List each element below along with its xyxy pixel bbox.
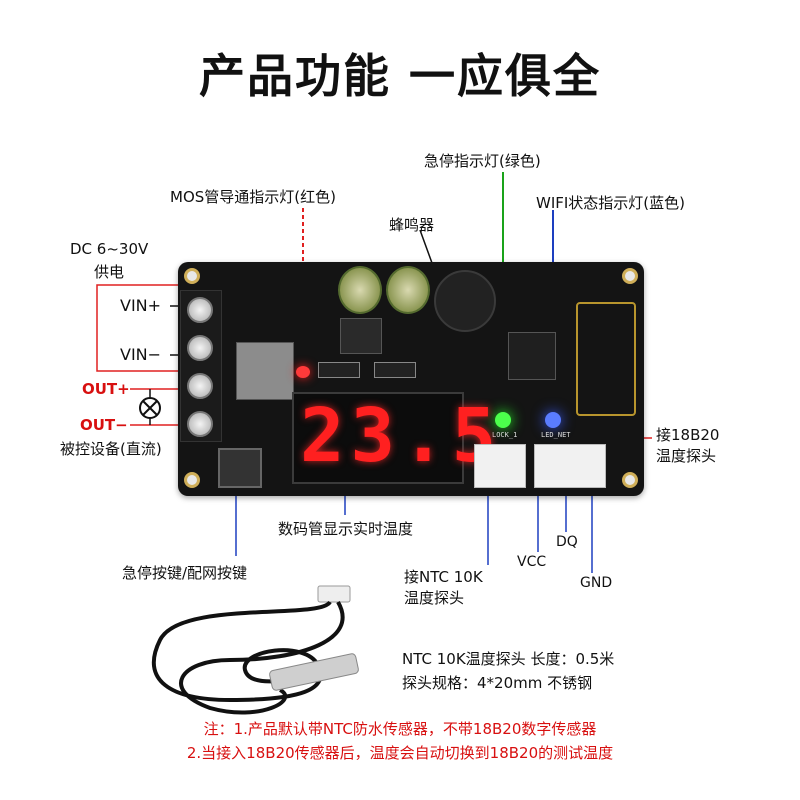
mounting-hole (184, 472, 200, 488)
screw-out-plus (187, 373, 213, 399)
vcc-label: VCC (517, 554, 547, 570)
dc-supply-label-line2: 供电 (94, 263, 125, 281)
vin-minus-label: VIN− (120, 345, 162, 364)
load-lamp-icon (139, 397, 161, 419)
buzzer-label: 蜂鸣器 (389, 216, 435, 234)
button-label: 急停按键/配网按键 (122, 564, 248, 582)
out-plus-label: OUT+ (82, 380, 130, 398)
wifi-chip (508, 332, 556, 380)
dc-supply-label-line1: DC 6~30V (70, 240, 149, 258)
ntc-connector (474, 444, 526, 488)
ds18b20-label-line2: 温度探头 (656, 447, 717, 465)
mosfet (236, 342, 294, 400)
gnd-label: GND (580, 575, 613, 591)
page-title: 产品功能 一应俱全 (198, 49, 601, 103)
capacitor (338, 266, 382, 314)
probe-spec-line2: 探头规格：4*20mm 不锈钢 (402, 674, 593, 692)
probe-spec-line1: NTC 10K温度探头 长度：0.5米 (402, 650, 615, 668)
inductor (340, 318, 382, 354)
mounting-hole (622, 472, 638, 488)
display-reading: 23.5 (300, 393, 503, 479)
emergency-led (495, 412, 511, 428)
vin-plus-label: VIN+ (120, 296, 162, 315)
diode (318, 362, 360, 378)
emergency-led-label: 急停指示灯(绿色) (424, 152, 541, 170)
controlled-device-label: 被控设备(直流) (60, 440, 162, 458)
ds18b20-connector (534, 444, 606, 488)
buzzer-component (434, 270, 496, 332)
ds18b20-label-line1: 接18B20 (656, 426, 720, 444)
mounting-hole (622, 268, 638, 284)
note-line2: 2.当接入18B20传感器后，温度会自动切换到18B20的测试温度 (186, 744, 614, 762)
capacitor (386, 266, 430, 314)
out-minus-label: OUT− (80, 416, 128, 434)
display-label: 数码管显示实时温度 (278, 520, 414, 538)
blue-led-tag: LED_NET (541, 431, 571, 439)
screw-terminal (180, 290, 222, 442)
screw-vin-minus (187, 335, 213, 361)
dq-label: DQ (556, 534, 578, 550)
note-line1: 注：1.产品默认带NTC防水传感器，不带18B20数字传感器 (203, 720, 597, 738)
seven-segment-display (292, 392, 464, 484)
mos-led-label: MOS管导通指示灯(红色) (170, 188, 336, 206)
ntc-label-line2: 温度探头 (404, 589, 465, 607)
screw-vin-plus (187, 297, 213, 323)
probe-tip (269, 653, 359, 691)
mos-led (296, 366, 310, 378)
screw-out-minus (187, 411, 213, 437)
diode (374, 362, 416, 378)
green-led-tag: LOCK_1 (492, 431, 518, 439)
ntc-label-line1: 接NTC 10K (404, 568, 483, 586)
wifi-led (545, 412, 561, 428)
push-button[interactable] (218, 448, 262, 488)
probe-plug (317, 585, 351, 603)
wifi-antenna (576, 302, 636, 416)
mounting-hole (184, 268, 200, 284)
wifi-led-label: WIFI状态指示灯(蓝色) (536, 194, 686, 212)
probe-cable (152, 600, 333, 703)
